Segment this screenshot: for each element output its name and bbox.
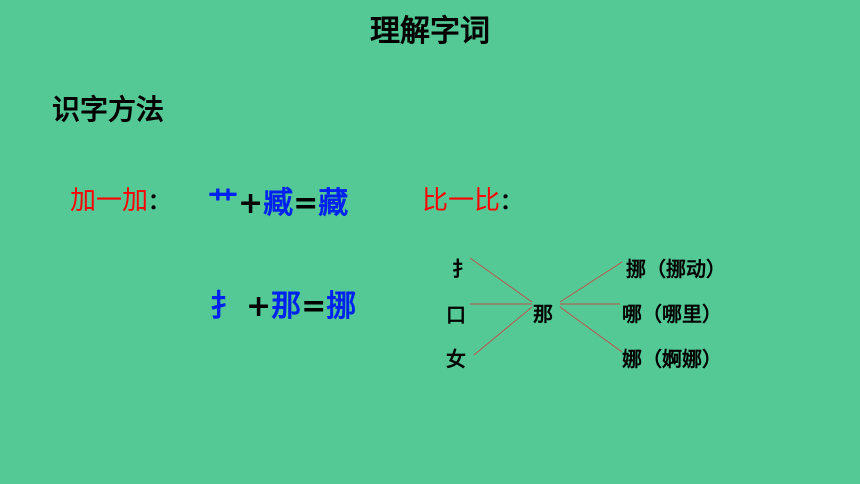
method-add-colon: ： <box>148 190 171 215</box>
method-add-label: 加一加： <box>70 180 170 217</box>
method-compare-label: 比一比： <box>422 180 522 217</box>
eq2-part-a: 扌 <box>210 289 240 324</box>
eq1-plus: + <box>238 186 264 221</box>
eq1-part-a: 艹 <box>208 186 238 221</box>
eq2-part-b: 那 <box>271 289 302 324</box>
result-na-where: 哪（哪里） <box>622 302 722 326</box>
method-compare-colon: ： <box>500 190 523 215</box>
line-result-1 <box>559 261 623 303</box>
equation-shou-na: 扌+那=挪 <box>210 281 356 325</box>
result-nuo: 挪（挪动） <box>626 257 726 281</box>
section-heading: 识字方法 <box>52 93 165 126</box>
eq1-result: 藏 <box>318 186 349 221</box>
radical-nv: 女 <box>446 347 466 371</box>
line-result-3 <box>559 306 623 353</box>
eq2-equals: = <box>301 289 327 324</box>
eq2-plus: + <box>246 289 272 324</box>
line-radical-1 <box>469 257 533 303</box>
eq1-part-b: 臧 <box>263 186 294 221</box>
page-title: 理解字词 <box>370 14 490 49</box>
line-radical-3 <box>473 306 533 356</box>
result-na-graceful: 娜（婀娜） <box>622 347 722 371</box>
radical-shou: 扌 <box>452 257 472 281</box>
method-add-label-text: 加一加 <box>70 186 149 216</box>
eq1-equals: = <box>293 186 319 221</box>
center-character: 那 <box>533 302 553 326</box>
eq2-result: 挪 <box>326 289 357 324</box>
radical-kou: 口 <box>446 303 466 327</box>
equation-cao-zang: 艹+臧=藏 <box>208 178 348 222</box>
method-compare-label-text: 比一比 <box>422 186 501 216</box>
